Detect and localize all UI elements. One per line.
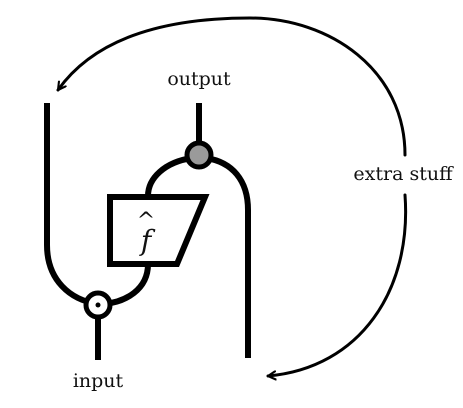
gray-right-wire	[205, 155, 251, 358]
feedback-arrow-bottom	[266, 193, 408, 376]
input-label: input	[73, 370, 124, 392]
white-node-dot	[95, 302, 101, 308]
extra-stuff-label: extra stuff	[353, 163, 454, 185]
left-wire	[44, 103, 99, 307]
feedback-arrow-top	[56, 16, 407, 157]
output-label: output	[167, 68, 231, 90]
gray-to-box-wire	[145, 155, 193, 197]
gray-node	[184, 140, 214, 170]
function-box	[107, 194, 210, 267]
function-hat: ^	[137, 209, 155, 234]
